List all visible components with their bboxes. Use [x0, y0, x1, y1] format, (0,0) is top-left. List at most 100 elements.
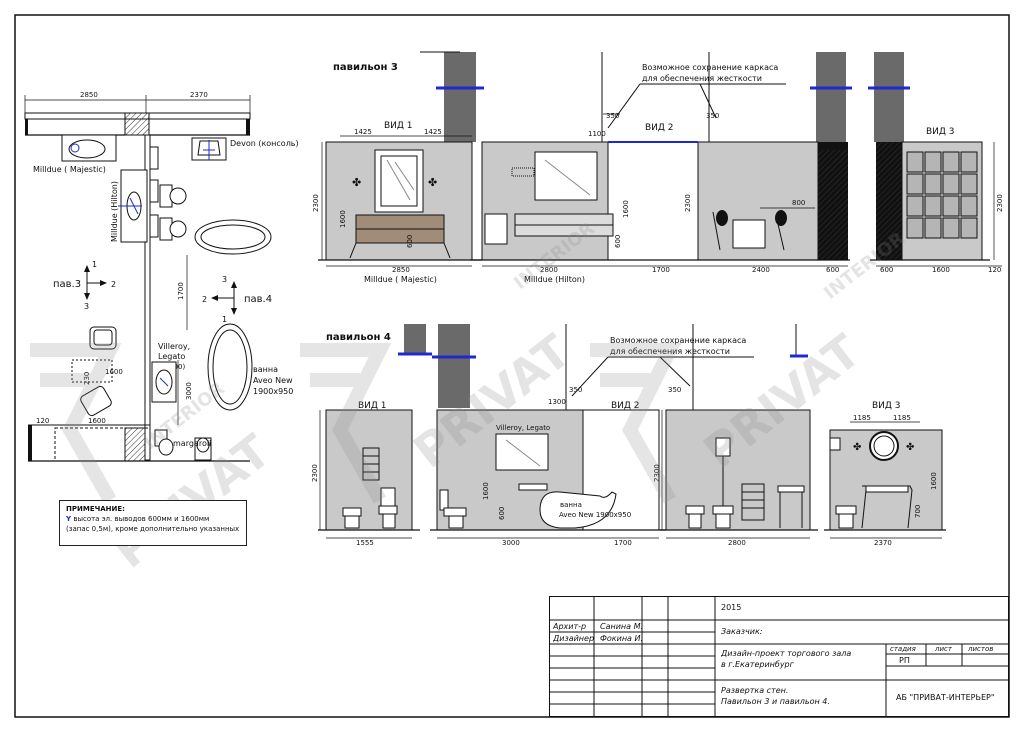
pav4-caption-villeroy: Villeroy, Legato — [496, 424, 550, 432]
pav4-dim-top-1: 350 — [569, 386, 582, 394]
pav3-frame-note-1: Возможное сохранение каркаса — [642, 63, 778, 72]
plan-dim-230: 230 — [83, 372, 91, 385]
stamp-name-1: Санина М. — [600, 622, 644, 631]
pav4-dim-h-3: 600 — [498, 507, 506, 520]
plan-bath-2: Aveo New — [253, 376, 293, 385]
stamp-role-2: Дизайнер — [553, 634, 595, 643]
pav3-dim-top-4: 350 — [606, 112, 619, 120]
stamp-project-2: в г.Екатеринбург — [721, 660, 794, 669]
pav4-dim-h-4: 2300 — [653, 464, 661, 482]
pav3-dim-b-6: 600 — [880, 266, 893, 274]
pav4-dim-h-2: 1600 — [482, 482, 490, 500]
plan-label-majestic: Milldue ( Majestic) — [33, 165, 106, 174]
pav3-view-2: ВИД 2 — [645, 123, 674, 133]
plan-dim-1700: 1700 — [177, 282, 185, 300]
plan-dim-1600a: 1600 — [105, 368, 123, 376]
pav4-caption-bath-1: ванна — [560, 501, 582, 509]
plan-label-devon: Devon (консоль) — [230, 139, 299, 148]
pav4-dim-top-3: 350 — [668, 386, 681, 394]
svg-text:✤: ✤ — [906, 442, 914, 453]
outlet-icon: Y — [66, 515, 72, 523]
stamp-sheets-label: листов — [968, 645, 994, 653]
plan-pav4: пав.4 — [244, 294, 272, 305]
stamp-stage-value: РП — [899, 656, 910, 665]
pav3-title: павильон 3 — [333, 62, 398, 73]
pav4-dim-b-3: 1700 — [614, 539, 632, 547]
pav4-title: павильон 4 — [326, 332, 391, 343]
stamp-sheet-title-1: Развертка стен. — [721, 686, 789, 695]
svg-text:✤: ✤ — [352, 176, 361, 189]
pav3-dim-h-2: 1600 — [339, 210, 347, 228]
plan-dim-top-2: 2370 — [190, 91, 208, 99]
note-box: ПРИМЕЧАНИЕ: Y высота эл. выводов 600мм и… — [59, 500, 247, 546]
pav3-dim-h-4: 1600 — [622, 200, 630, 218]
plan-arrow-1b: 1 — [222, 315, 227, 324]
pav3-dim-h-5: 600 — [614, 235, 622, 248]
plan-dim-120: 120 — [36, 417, 49, 425]
plan-legato: Legato — [158, 352, 185, 361]
stamp-project-1: Дизайн-проект торгового зала — [721, 649, 852, 658]
pav4-dim-b-2: 3000 — [502, 539, 520, 547]
floor-plan: 2850 2370 Milldue ( Majestic) Devon (кон… — [24, 91, 299, 462]
stamp-company: АБ "ПРИВАТ-ИНТЕРЬЕР" — [896, 693, 995, 702]
pav4-dim-top-5: 1185 — [893, 414, 911, 422]
pav3-dim-b-2: 2800 — [540, 266, 558, 274]
sheet-frame — [14, 14, 1010, 718]
pav4-dim-h-1: 2300 — [311, 464, 319, 482]
stamp-stage-label: стадия — [890, 645, 916, 653]
plan-arrow-3a: 3 — [84, 302, 89, 311]
pav4-dim-h-6: 700 — [914, 505, 922, 518]
note-line-1: Y высота эл. выводов 600мм и 1600мм — [66, 514, 240, 524]
plan-arrow-3b: 3 — [222, 275, 227, 284]
plan-dim-top-1: 2850 — [80, 91, 98, 99]
stamp-year: 2015 — [721, 603, 742, 612]
plan-dim-3000: 3000 — [185, 382, 193, 400]
pav3-dim-h-7: 2300 — [996, 194, 1004, 212]
title-block-grid — [550, 597, 1008, 716]
watermark-logo-2 — [300, 343, 392, 504]
plan-pav3: пав.3 — [53, 279, 81, 290]
pavilion-4-elevations: павильон 4 Возможное сохранение каркаса … — [311, 324, 946, 547]
pav4-dim-b-5: 2370 — [874, 539, 892, 547]
pav4-caption-bath-2: Aveo New 1900x950 — [559, 511, 631, 519]
pav4-frame-note-1: Возможное сохранение каркаса — [610, 336, 746, 345]
pav4-view-3: ВИД 3 — [872, 401, 901, 411]
watermark-logo-1 — [30, 343, 122, 504]
pav3-dim-top-2: 1425 — [424, 128, 442, 136]
plan-margaroli: margaroli — [173, 439, 211, 448]
stamp-customer-label: Заказчик: — [721, 627, 763, 636]
plan-label-hilton: Milldue (Hilton) — [110, 181, 119, 242]
pav3-dim-h-3: 600 — [406, 235, 414, 248]
plan-arrow-1a: 1 — [92, 260, 97, 269]
note-line-2: (запас 0,5м), кроме дополнительно указан… — [66, 525, 240, 533]
pav3-dim-b-8: 120 — [988, 266, 1001, 274]
pav3-caption-majestic: Milldue ( Majestic) — [364, 275, 437, 284]
pav3-dim-h-6: 2300 — [684, 194, 692, 212]
pav4-dim-b-1: 1555 — [356, 539, 374, 547]
note-line-1-text: высота эл. выводов 600мм и 1600мм — [73, 515, 210, 523]
pav4-view-1: ВИД 1 — [358, 401, 387, 411]
pav3-dim-top-3: 1100 — [588, 130, 606, 138]
pav4-dim-b-4: 2800 — [728, 539, 746, 547]
stamp-sheet-label: лист — [935, 645, 952, 653]
pav4-dim-h-5: 1600 — [930, 472, 938, 490]
pav4-dim-top-4: 1185 — [853, 414, 871, 422]
pav3-dim-b-5: 600 — [826, 266, 839, 274]
pav3-frame-note-2: для обеспечения жесткости — [642, 74, 762, 83]
pav3-dim-b-3: 1700 — [652, 266, 670, 274]
pavilion-3-elevations: павильон 3 Возможное сохранение каркаса … — [312, 51, 1004, 284]
plan-arrow-2b: 2 — [202, 295, 207, 304]
pav3-dim-b-4: 2400 — [752, 266, 770, 274]
pav3-dim-top-6: 800 — [792, 199, 805, 207]
note-title: ПРИМЕЧАНИЕ: — [66, 505, 125, 513]
pav3-view-3: ВИД 3 — [926, 127, 955, 137]
stamp-sheet-title-2: Павильон 3 и павильон 4. — [721, 697, 830, 706]
plan-bath-1: ванна — [253, 365, 278, 374]
pav3-dim-h-1: 2300 — [312, 194, 320, 212]
pav3-dim-b-7: 1600 — [932, 266, 950, 274]
stamp-name-2: Фокина И. — [600, 634, 644, 643]
title-block: 2015 Заказчик: Архит-р Санина М. Дизайне… — [549, 596, 1009, 717]
plan-villeroy: Villeroy, — [158, 342, 190, 351]
pav3-caption-hilton: Milldue (Hilton) — [524, 275, 585, 284]
